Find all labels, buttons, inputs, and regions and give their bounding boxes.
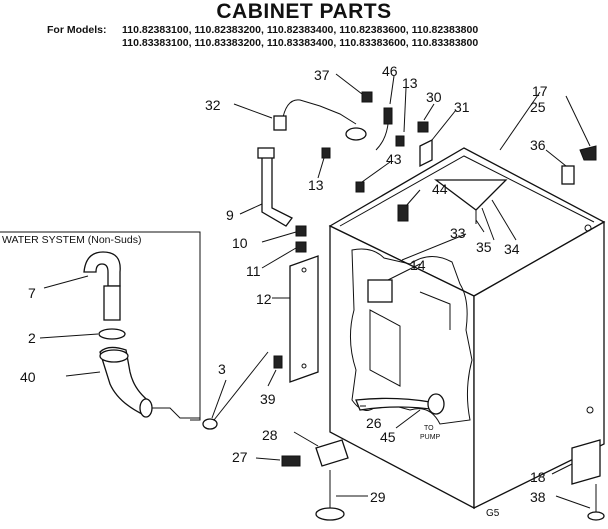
callout-43: 43 — [386, 151, 402, 167]
callout-7: 7 — [28, 285, 36, 301]
callout-32: 32 — [205, 97, 221, 113]
page-code: G5 — [486, 508, 500, 519]
clamp-part — [98, 328, 126, 340]
elbow-part — [99, 346, 151, 415]
drain-fitting-part — [427, 393, 445, 415]
screw-39-part — [273, 355, 283, 369]
bracket-31-part — [419, 138, 433, 168]
hose-part — [83, 251, 121, 287]
callout-10: 10 — [232, 235, 248, 251]
callout-3: 3 — [218, 361, 226, 377]
screw-13a-part — [321, 147, 331, 159]
callout-13a: 13 — [402, 75, 418, 91]
callout-35: 35 — [476, 239, 492, 255]
callout-14: 14 — [410, 257, 426, 273]
callout-37: 37 — [314, 67, 330, 83]
callout-18: 18 — [530, 469, 546, 485]
screw-13b-part — [395, 135, 405, 147]
screw-46-part — [383, 107, 393, 125]
to-pump-label-2: PUMP — [420, 434, 441, 441]
callout-17: 17 — [532, 83, 548, 99]
callout-44: 44 — [432, 181, 448, 197]
water-system-title: WATER SYSTEM (Non-Suds) — [2, 234, 141, 246]
screw-10-part — [295, 225, 307, 237]
inlet-tube-part — [261, 153, 293, 227]
callout-30: 30 — [426, 89, 442, 105]
callout-34: 34 — [504, 241, 520, 257]
screw-11-part — [295, 241, 307, 253]
callout-2: 2 — [28, 330, 36, 346]
callout-29: 29 — [370, 489, 386, 505]
clip-27-part — [281, 455, 301, 467]
callout-labels: 32 37 46 13 30 31 17 25 36 43 13 44 9 10… — [20, 63, 548, 519]
leveling-bracket-part — [315, 439, 349, 467]
water-system-box: WATER SYSTEM (Non-Suds) — [0, 231, 201, 421]
inlet-cap-part — [257, 147, 275, 159]
callout-11: 11 — [246, 263, 261, 279]
screw-43-part — [355, 181, 365, 193]
callout-36: 36 — [530, 137, 546, 153]
callout-9: 9 — [226, 207, 234, 223]
callout-12: 12 — [256, 291, 272, 307]
callout-40: 40 — [20, 369, 36, 385]
side-panel-part — [289, 255, 319, 383]
switch-part — [367, 279, 393, 303]
cabinet-body — [328, 147, 606, 510]
callout-26: 26 — [366, 415, 382, 431]
models-line-1: 110.82383100, 110.82383200, 110.82383400… — [122, 24, 479, 36]
elbow-top-part — [99, 349, 129, 363]
to-pump-label-1: TO — [424, 425, 434, 432]
screw-37-part — [361, 91, 373, 103]
clip-part — [397, 204, 409, 222]
corner-plate-part — [571, 439, 601, 485]
callout-45: 45 — [380, 429, 396, 445]
top-brace-part — [434, 179, 508, 211]
callout-38: 38 — [530, 489, 546, 505]
models-label: For Models: — [47, 24, 107, 36]
elbow-outlet-part — [139, 398, 153, 418]
clip-17-part — [579, 145, 597, 161]
callout-13b: 13 — [308, 177, 324, 193]
wire-connector-part — [273, 115, 287, 131]
page-title: CABINET PARTS — [216, 0, 392, 23]
clip-30-part — [417, 121, 429, 133]
wire-plug-part — [345, 127, 367, 141]
callout-25: 25 — [530, 99, 546, 115]
foot-38-part — [587, 511, 605, 521]
callout-33: 33 — [450, 225, 466, 241]
bracket-36-part — [561, 165, 575, 185]
clamp-3-part — [202, 418, 218, 430]
models-line-2: 110.83383100, 110.83383200, 110.83383400… — [122, 37, 479, 49]
callout-39: 39 — [260, 391, 276, 407]
callout-27: 27 — [232, 449, 248, 465]
callout-46: 46 — [382, 63, 398, 79]
leveling-foot-part — [315, 507, 345, 521]
leader-lines — [39, 73, 591, 509]
hose-tube-part — [103, 285, 121, 321]
callout-31: 31 — [454, 99, 470, 115]
callout-28: 28 — [262, 427, 278, 443]
